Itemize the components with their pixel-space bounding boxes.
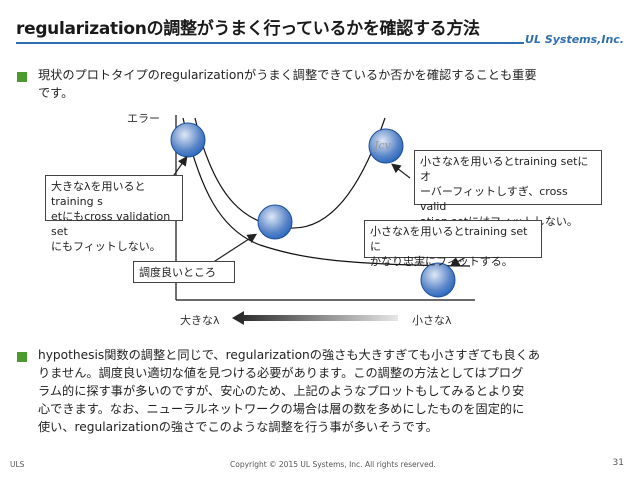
x-label-large-lambda: 大きなλ	[180, 314, 220, 327]
jcv-label: Jcv	[374, 139, 391, 152]
circle-sweet-spot	[257, 204, 293, 240]
circle-small-lambda-train	[420, 262, 456, 298]
circle-large-lambda	[170, 122, 206, 158]
brand-logo-text: UL Systems,Inc.	[525, 33, 624, 46]
note-large-line-1: 大きなλを用いるとtraining s	[51, 180, 146, 208]
note-large-line-2: etにもcross validation set	[51, 210, 171, 238]
y-axis-label: エラー	[127, 112, 160, 125]
arrow-to-overfit	[391, 163, 411, 179]
arrow-to-sweet	[211, 233, 258, 264]
bullet-text-1: 現状のプロトタイプのregularizationがうまく調整できているか否かを確…	[38, 66, 628, 102]
footer-copyright: Copyright © 2015 UL Systems, Inc. All ri…	[230, 460, 436, 469]
bullet-1-line-2: です。	[38, 86, 74, 100]
title-divider	[16, 42, 524, 44]
note-fit-line-2: かなり忠実にフィットする。	[370, 255, 513, 268]
page-number: 31	[612, 458, 624, 468]
note-large-lambda: 大きなλを用いるとtraining s etにもcross validation…	[45, 175, 183, 253]
bullet-2-line-3: ラム的に探す事が多いのですが、安心のため、上記のようなプロットもしてみるとより安	[38, 384, 525, 398]
training-error-curve	[182, 117, 471, 267]
cv-error-curve	[194, 117, 386, 229]
note-sweet-spot: 調度良いところ	[133, 261, 235, 283]
circle-small-lambda-overfit	[368, 128, 404, 164]
lambda-direction-arrow	[232, 311, 398, 325]
note-overfit-line-1: 小さなλを用いるとtraining setにオ	[420, 155, 589, 183]
note-small-lambda-overfit: 小さなλを用いるとtraining setにオ ーバーフィットしすぎ、cross…	[414, 150, 602, 228]
bullet-2-line-4: 心できます。なお、ニューラルネットワークの場合は層の数を多めにしたものを固定的に	[38, 402, 525, 416]
x-label-small-lambda: 小さなλ	[412, 314, 452, 327]
footer-left: ULS	[10, 460, 25, 469]
page-title: regularizationの調整がうまく行っているかを確認する方法	[16, 19, 480, 39]
bullet-2-line-5: 使い、regularizationの強さでこのような調整を行う事が多いそうです。	[38, 420, 438, 434]
note-overfit-line-2: ーバーフィットしすぎ、cross valid	[420, 185, 568, 213]
note-large-line-3: にもフィットしない。	[51, 240, 161, 253]
note-fit-line-1: 小さなλを用いるとtraining setに	[370, 225, 528, 253]
bullet-1-line-1: 現状のプロトタイプのregularizationがうまく調整できているか否かを確…	[38, 68, 537, 82]
note-small-lambda-fit: 小さなλを用いるとtraining setに かなり忠実にフィットする。	[364, 220, 542, 268]
bullet-text-2: hypothesis関数の調整と同じで、regularizationの強さも大き…	[38, 346, 628, 436]
bullet-marker-1	[17, 72, 27, 82]
bullet-2-line-2: りません。調度良い適切な値を見つける必要があります。この調整の方法としてはプログ	[38, 366, 524, 380]
bullet-marker-2	[17, 352, 27, 362]
bullet-2-line-1: hypothesis関数の調整と同じで、regularizationの強さも大き…	[38, 348, 541, 362]
arrow-to-large	[171, 156, 188, 179]
